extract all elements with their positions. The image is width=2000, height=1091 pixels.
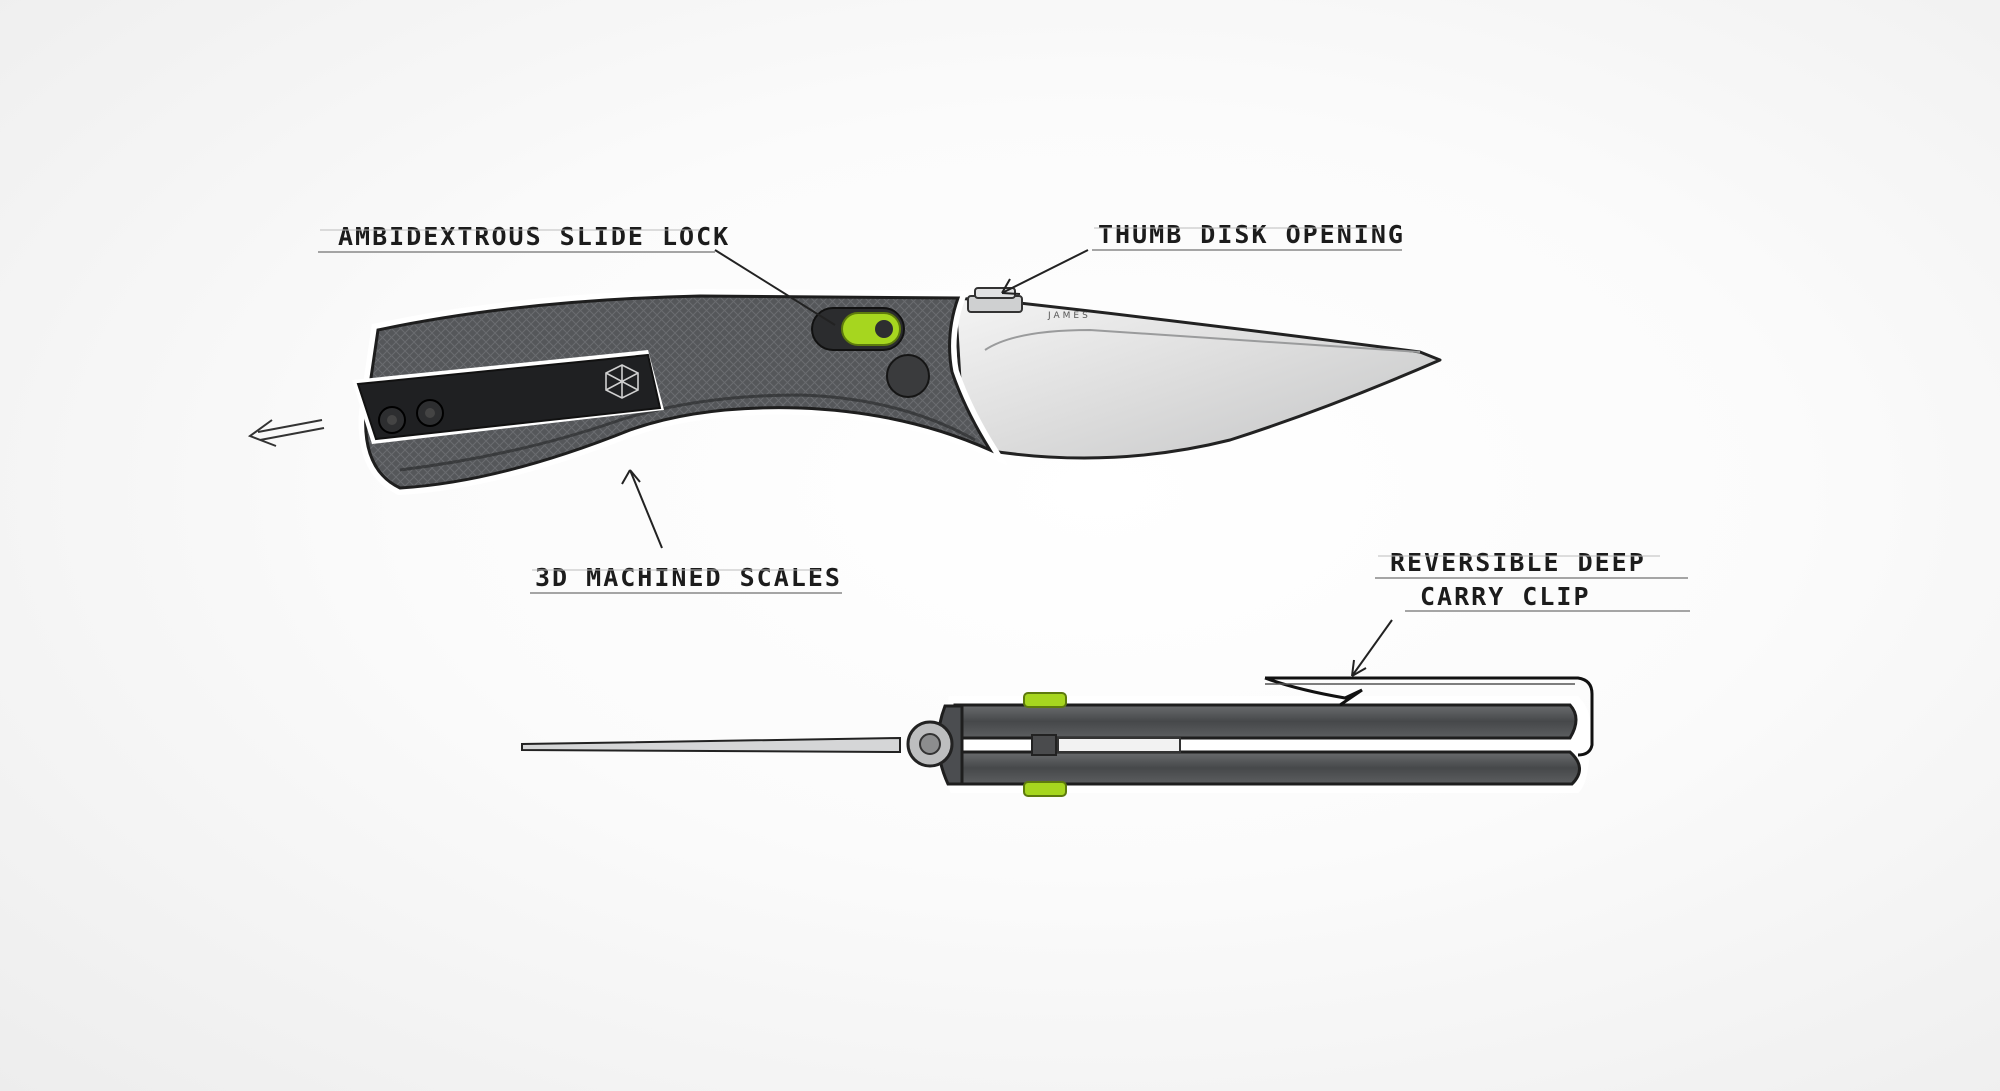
handle-bar-upper xyxy=(953,703,1578,740)
callout-scales: 3D MACHINED SCALES xyxy=(530,469,842,594)
knife-side-view: JAMES xyxy=(247,287,1442,496)
label-reversible-deep: REVERSIBLE DEEP xyxy=(1390,548,1646,577)
slide-lock-spine xyxy=(1023,692,1067,797)
label-ambidextrous-slide-lock: AMBIDEXTROUS SLIDE LOCK xyxy=(338,222,730,251)
thumb-disk xyxy=(967,287,1023,313)
blade xyxy=(953,296,1442,460)
knife-spine-view xyxy=(521,676,1594,797)
callout-thumb-disk: THUMB DISK OPENING xyxy=(1001,220,1405,295)
label-carry-clip: CARRY CLIP xyxy=(1420,582,1591,611)
callout-carry-clip: REVERSIBLE DEEP CARRY CLIP xyxy=(1351,548,1690,677)
left-arrow-icon xyxy=(247,419,325,447)
label-thumb-disk-opening: THUMB DISK OPENING xyxy=(1098,220,1405,249)
deep-carry-clip xyxy=(1264,676,1594,757)
brand-logo-icon xyxy=(605,364,639,399)
handle-bar-lower xyxy=(953,750,1581,786)
label-3d-machined-scales: 3D MACHINED SCALES xyxy=(535,563,842,592)
callout-slide-lock: AMBIDEXTROUS SLIDE LOCK xyxy=(318,222,836,326)
blade-brand-mark: JAMES xyxy=(1047,311,1091,321)
pivot-screw xyxy=(886,354,930,398)
slide-lock xyxy=(811,307,905,351)
pocket-clip xyxy=(352,350,664,444)
blade-spine xyxy=(521,736,901,754)
